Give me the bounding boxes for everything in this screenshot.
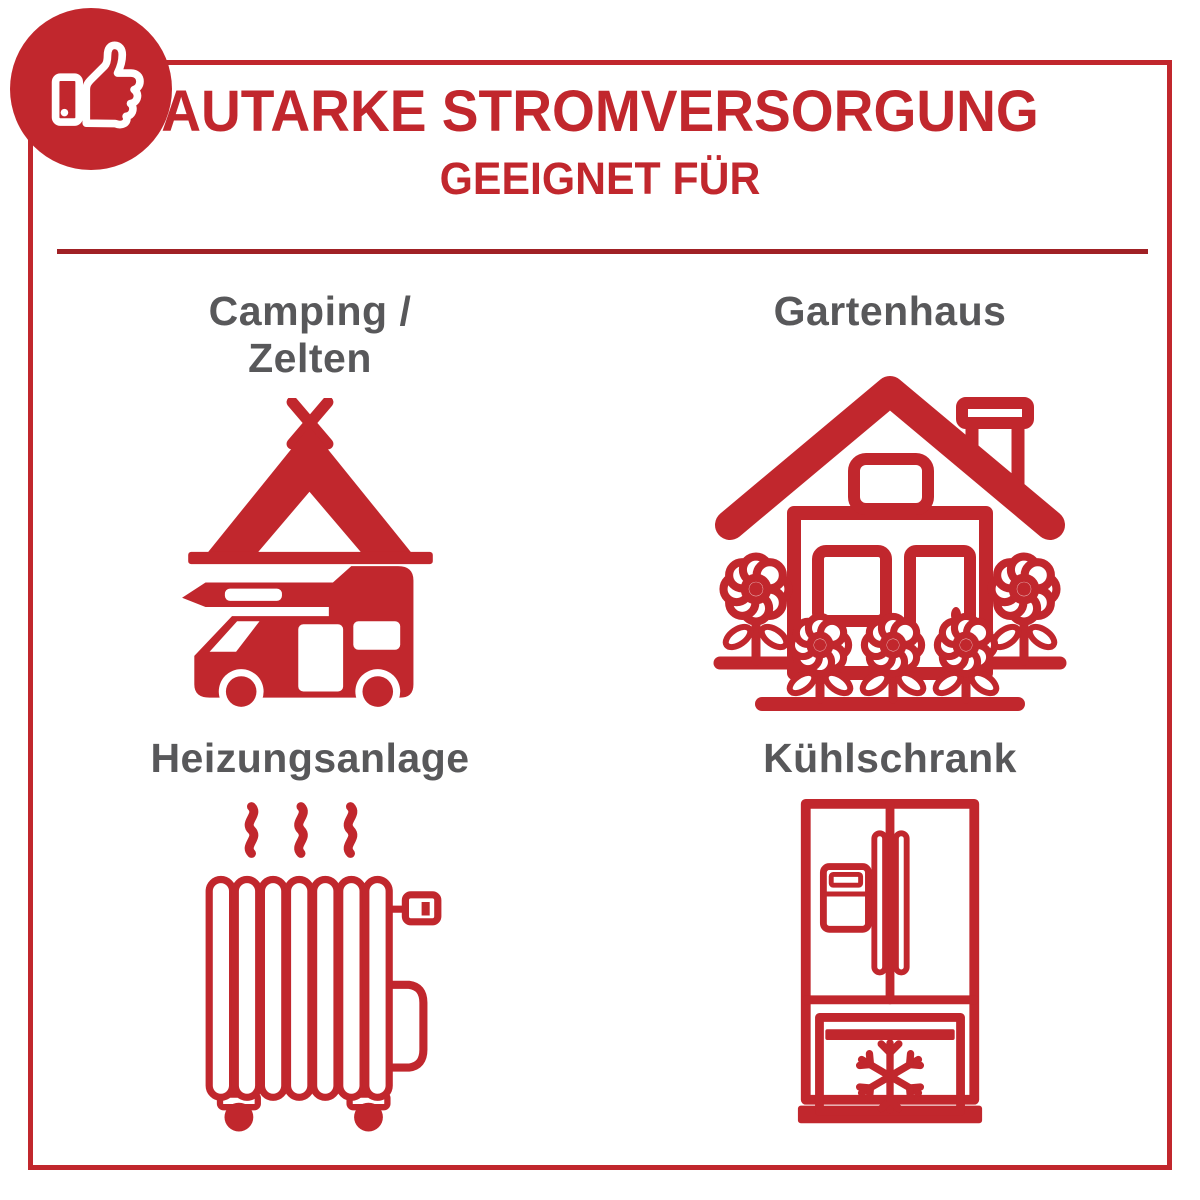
- garden-house-icon: [700, 363, 1080, 715]
- item-kuehlschrank-label: Kühlschrank: [763, 735, 1017, 781]
- thumbs-up-badge: [10, 8, 172, 170]
- page-title: AUTARKE STROMVERSORGUNG: [161, 79, 1039, 144]
- item-camping: Camping / Zelten: [55, 288, 565, 716]
- snowflake-icon: [855, 1039, 924, 1114]
- item-heizungsanlage-label: Heizungsanlage: [150, 735, 470, 781]
- item-gartenhaus-label: Gartenhaus: [773, 288, 1007, 334]
- item-heizungsanlage: Heizungsanlage: [55, 735, 565, 1136]
- item-kuehlschrank: Kühlschrank: [635, 735, 1145, 1136]
- item-gartenhaus: Gartenhaus: [635, 288, 1145, 715]
- header: AUTARKE STROMVERSORGUNG GEEIGNET FÜR: [28, 78, 1172, 205]
- radiator-icon: [175, 794, 445, 1136]
- page-subtitle: GEEIGNET FÜR: [439, 153, 761, 204]
- title-separator: [57, 249, 1148, 254]
- border-frame: [28, 60, 1172, 1170]
- refrigerator-icon: [790, 798, 991, 1136]
- thumbs-up-icon: [51, 41, 144, 129]
- tent-camper-icon: [178, 396, 443, 716]
- item-camping-label: Camping / Zelten: [208, 288, 412, 381]
